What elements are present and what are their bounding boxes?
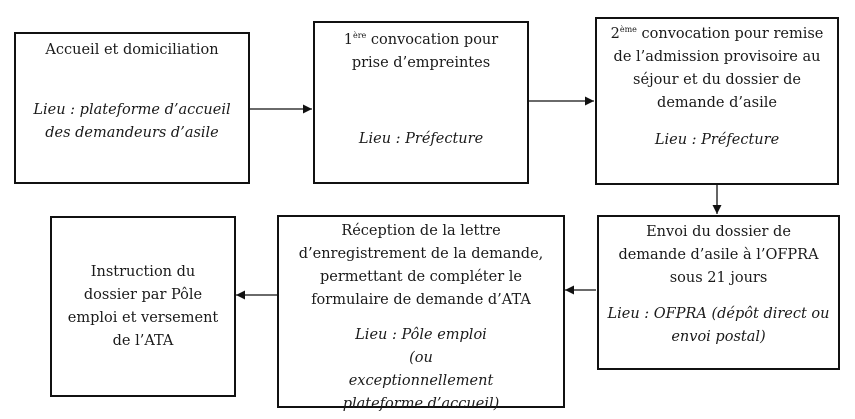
step-box-premiere-convocation: 1ère convocation pour prise d’empreintes… <box>313 21 529 184</box>
step-title: Accueil et domiciliation <box>45 42 219 58</box>
ordinal-superscript: ère <box>353 31 367 40</box>
step-title-line: 1ère convocation pour prise d’empreintes <box>315 29 527 75</box>
step-title: Instruction du dossier par Pôle emploi e… <box>67 264 219 349</box>
step-title-line: 2ème convocation pour remise de l’admiss… <box>597 23 837 115</box>
step-title: Envoi du dossier de demande d’asile à l’… <box>618 224 819 286</box>
ordinal-superscript: ème <box>619 25 637 34</box>
ordinal-number: 2 <box>610 26 620 42</box>
step-box-deuxieme-convocation: 2ème convocation pour remise de l’admiss… <box>595 17 839 185</box>
step-box-instruction: Instruction du dossier par Pôle emploi e… <box>50 216 236 397</box>
step-location-note: (ou exceptionnellement plateforme d’accu… <box>342 350 500 412</box>
step-title: Réception de la lettre d’enregistrement … <box>298 223 544 308</box>
step-box-envoi-ofpra: Envoi du dossier de demande d’asile à l’… <box>597 215 840 370</box>
step-title: convocation pour remise de l’admission p… <box>613 26 824 111</box>
step-title: convocation pour prise d’empreintes <box>351 32 499 71</box>
step-location: Lieu : Préfecture <box>654 132 780 148</box>
step-box-reception-lettre: Réception de la lettre d’enregistrement … <box>277 215 565 412</box>
step-location: Lieu : Préfecture <box>358 131 484 147</box>
ordinal-number: 1 <box>343 32 353 48</box>
step-location: Lieu : plateforme d’accueil des demandeu… <box>33 102 231 141</box>
step-location: Lieu : Pôle emploi <box>355 327 487 343</box>
step-box-accueil: Accueil et domiciliation Lieu : platefor… <box>14 32 250 184</box>
step-location: Lieu : OFPRA (dépôt direct ou envoi post… <box>607 306 830 345</box>
